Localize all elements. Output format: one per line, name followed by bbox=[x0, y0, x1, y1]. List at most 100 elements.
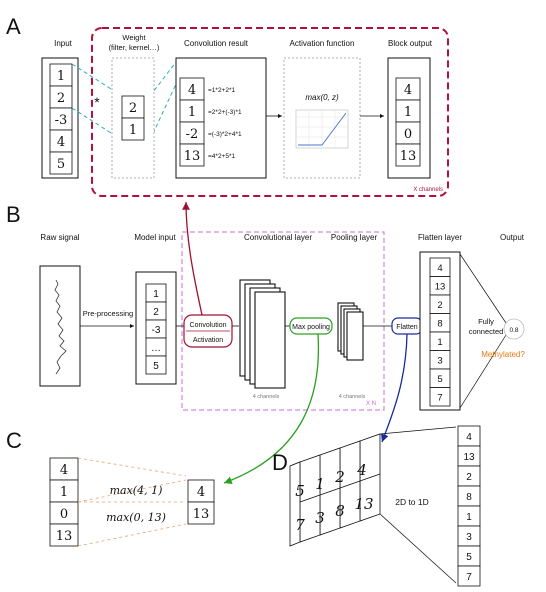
conv-cell: -2 bbox=[186, 127, 199, 142]
flatten-cell: 4 bbox=[437, 263, 442, 274]
fully-connected-label: Fully bbox=[478, 317, 494, 326]
pool-in-cell: 13 bbox=[56, 529, 73, 544]
conv-result-title: Convolution result bbox=[184, 39, 249, 48]
conv-layer-title: Convolutional layer bbox=[244, 233, 312, 242]
block-cell: 0 bbox=[404, 127, 412, 142]
activation-title: Activation function bbox=[290, 39, 355, 48]
raw-signal-title: Raw signal bbox=[40, 233, 79, 242]
weight-title: Weight bbox=[122, 33, 146, 42]
pool-out-cell: 4 bbox=[197, 485, 205, 500]
conv-cell: 13 bbox=[184, 149, 201, 164]
input-cell: -3 bbox=[55, 113, 68, 128]
flatten-cell: 5 bbox=[437, 374, 442, 385]
conv-formula: =4*2+5*1 bbox=[208, 153, 235, 160]
flat-cell: 8 bbox=[466, 492, 472, 503]
model-input-title: Model input bbox=[134, 233, 176, 242]
flat-cell: 4 bbox=[466, 432, 472, 443]
model-input-cell: 5 bbox=[153, 361, 159, 372]
max-pooling-pill bbox=[289, 317, 333, 335]
flat-cell: 3 bbox=[466, 532, 472, 543]
conv-cell: 1 bbox=[188, 105, 196, 120]
raw-signal-trace bbox=[54, 279, 67, 375]
pool-in-cell: 1 bbox=[60, 485, 68, 500]
fc-line-top bbox=[459, 253, 507, 324]
max-pooling-step: Max pooling bbox=[292, 324, 330, 331]
activation-formula: max(0, z) bbox=[305, 93, 339, 102]
model-input-cell: 1 bbox=[153, 289, 159, 300]
panel-b-label: B bbox=[6, 202, 21, 227]
block-cell: 1 bbox=[404, 105, 412, 120]
flatten-column: 4 13 2 8 1 3 5 7 bbox=[429, 257, 451, 407]
flatten-cell: 3 bbox=[437, 356, 442, 367]
fc-line-bottom bbox=[459, 334, 507, 409]
map-back-value: 8 bbox=[335, 502, 345, 520]
conv-cell: 4 bbox=[188, 83, 196, 98]
pool-channels-label: 4 channels bbox=[339, 394, 366, 400]
flatten-cell: 13 bbox=[435, 282, 446, 293]
input-title: Input bbox=[54, 39, 73, 48]
model-input-column: 1 2 -3 … 5 bbox=[145, 283, 167, 375]
flatten-to-panel-d-arrow bbox=[381, 333, 408, 443]
flatten-line-bottom bbox=[379, 513, 457, 584]
block-cell: 13 bbox=[400, 149, 417, 164]
weight-cell: 2 bbox=[129, 101, 137, 116]
flatten-cell: 8 bbox=[437, 319, 442, 330]
convolution-step: Convolution bbox=[190, 322, 227, 329]
pool-expression-2: max(0, 13) bbox=[106, 511, 166, 524]
weight-cell: 1 bbox=[129, 123, 137, 138]
2d-to-1d-label: 2D to 1D bbox=[395, 497, 429, 507]
input-cell: 5 bbox=[57, 157, 65, 172]
conv-feature-maps bbox=[239, 279, 286, 389]
panel-c-output-column: 4 13 bbox=[187, 479, 215, 525]
flatten-cell: 7 bbox=[437, 393, 442, 404]
output-value: 0.8 bbox=[509, 327, 518, 334]
repeat-frame bbox=[181, 231, 385, 411]
panel-d-label: D bbox=[272, 450, 288, 475]
x-channels-label: X channels bbox=[413, 187, 443, 193]
map-front-value: 5 bbox=[295, 482, 305, 500]
flatten-step: Flatten bbox=[396, 324, 418, 331]
panel-a-label: A bbox=[6, 14, 21, 39]
flatten-cell: 2 bbox=[437, 300, 442, 311]
map-front-value: 4 bbox=[356, 461, 367, 479]
model-input-cell: -3 bbox=[152, 325, 161, 336]
pool-feature-maps bbox=[337, 302, 364, 361]
map-back-value: 3 bbox=[315, 509, 325, 527]
convolution-symbol: * bbox=[94, 94, 100, 110]
flatten-cell: 1 bbox=[437, 337, 442, 348]
input-column: 1 2 -3 4 5 bbox=[49, 63, 73, 175]
stacked-feature-maps bbox=[289, 433, 381, 547]
preprocessing-label: Pre-processing bbox=[83, 309, 133, 318]
conv-formula: =2*2+(-3)*1 bbox=[208, 109, 242, 116]
flat-cell: 7 bbox=[466, 572, 472, 583]
weight-subtitle: (filter, kernel…) bbox=[109, 43, 160, 52]
conv-formula: =(-3)*2+4*1 bbox=[208, 131, 242, 138]
pool-to-panel-c-arrow bbox=[223, 333, 320, 484]
methylated-label: Methylated? bbox=[481, 350, 525, 359]
panel-c-input-column: 4 1 0 13 bbox=[49, 457, 79, 547]
conv-result-column: 4 1 -2 13 =1*2+2*1 =2*2+(-3)*1 =(-3)*2+4… bbox=[179, 77, 242, 167]
block-output-title: Block output bbox=[388, 39, 433, 48]
output-title: Output bbox=[500, 233, 525, 242]
input-cell: 1 bbox=[57, 69, 65, 84]
flat-cell: 1 bbox=[466, 512, 472, 523]
flatten-layer-title: Flatten layer bbox=[418, 233, 462, 242]
pool-out-cell: 13 bbox=[193, 507, 210, 522]
fully-connected-label-2: connected bbox=[469, 327, 504, 336]
pool-in-cell: 0 bbox=[60, 507, 68, 522]
pool-in-cell: 4 bbox=[60, 463, 68, 478]
block-cell: 4 bbox=[404, 83, 412, 98]
conv-formula: =1*2+2*1 bbox=[208, 87, 235, 94]
map-front-value: 1 bbox=[315, 475, 325, 493]
flat-cell: 13 bbox=[463, 452, 475, 463]
flatten-line-top bbox=[379, 426, 457, 435]
flat-cell: 5 bbox=[466, 552, 472, 563]
relu-plot bbox=[295, 109, 349, 149]
model-input-cell: … bbox=[151, 343, 161, 354]
repeat-label: X N bbox=[366, 401, 376, 407]
activation-step: Activation bbox=[193, 337, 223, 344]
pooling-layer-title: Pooling layer bbox=[331, 233, 378, 242]
pool-guides bbox=[77, 457, 187, 547]
block-frame bbox=[91, 27, 449, 197]
